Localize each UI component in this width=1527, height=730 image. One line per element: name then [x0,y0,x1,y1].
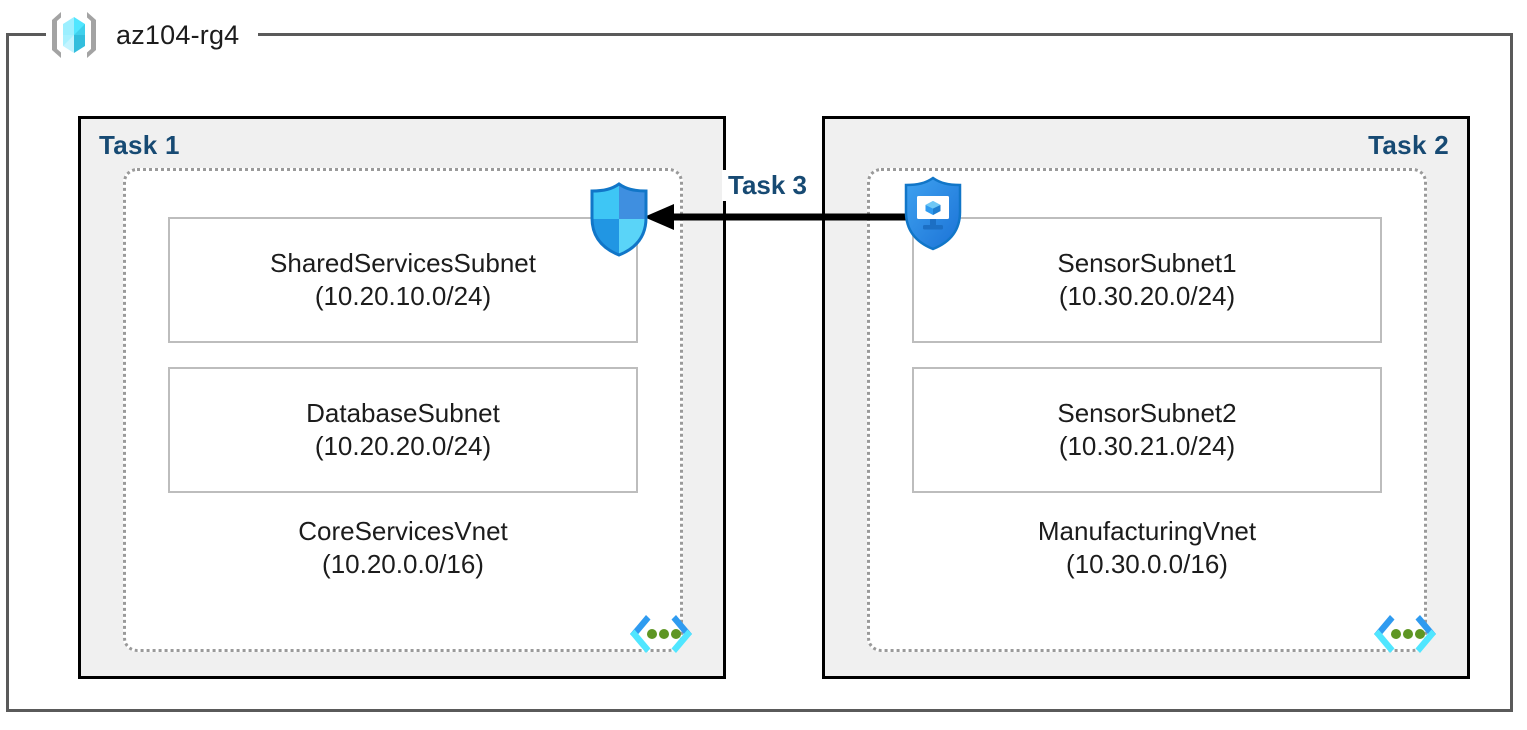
resource-group-frame-top-left [6,33,46,36]
subnet-name: SharedServicesSubnet [270,248,536,279]
task-container-1: Task 1 SharedServicesSubnet (10.20.10.0/… [78,116,726,679]
vnet-cidr: (10.30.0.0/16) [1066,548,1228,579]
task-label-1: Task 1 [99,130,180,160]
vnet-caption: CoreServicesVnet (10.20.0.0/16) [126,516,680,579]
azure-resource-group-cube-icon [46,7,102,63]
subnet-name: DatabaseSubnet [306,398,500,429]
resource-group-header: az104-rg4 [46,4,250,66]
subnet-cidr: (10.30.21.0/24) [1058,431,1236,461]
subnet-sensor-2: SensorSubnet2 (10.30.21.0/24) [912,367,1382,493]
resource-group-frame-top-right [258,33,1513,36]
shield-monitor-cube-icon [896,174,970,252]
connection-label-task-3: Task 3 [722,170,814,201]
vnet-caption: ManufacturingVnet (10.30.0.0/16) [870,516,1424,579]
shield-quadrant-icon [582,180,656,258]
subnet-cidr: (10.20.20.0/24) [314,431,492,461]
subnet-name: SensorSubnet1 [1057,248,1237,279]
vnet-name: ManufacturingVnet [1037,516,1257,546]
task-container-2: Task 2 SensorSubnet1 (10.30.20.0/24) Sen… [822,116,1470,679]
resource-group-name: az104-rg4 [116,19,240,50]
vnet-core-services: SharedServicesSubnet (10.20.10.0/24) Dat… [123,168,692,653]
subnet-name: SensorSubnet2 [1057,398,1237,429]
arrow-left-icon [630,196,920,238]
vnet-cidr: (10.20.0.0/16) [322,548,484,579]
vnet-name: CoreServicesVnet [298,516,508,546]
subnet-shared-services: SharedServicesSubnet (10.20.10.0/24) [168,217,638,343]
task-label-2: Task 2 [1368,130,1449,160]
subnet-database: DatabaseSubnet (10.20.20.0/24) [168,367,638,493]
resource-group-frame [6,33,1513,712]
subnet-cidr: (10.30.20.0/24) [1058,281,1236,311]
subnet-cidr: (10.20.10.0/24) [314,281,492,311]
subnet-sensor-1: SensorSubnet1 (10.30.20.0/24) [912,217,1382,343]
